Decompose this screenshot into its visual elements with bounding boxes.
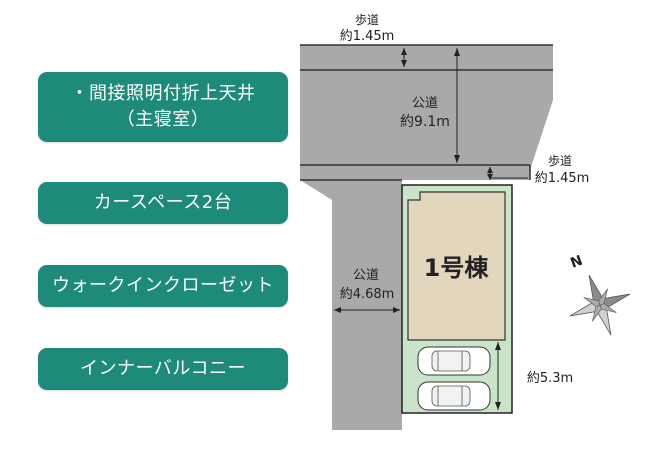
feature-list: ・間接照明付折上天井 （主寝室） カースペース2台 ウォークインクローゼット イ… — [0, 0, 300, 455]
building-label: 1号棟 — [424, 254, 490, 282]
road-top-label: 公道 — [412, 96, 438, 111]
car-icon-upper — [417, 346, 491, 376]
compass-north-label: N — [568, 253, 584, 272]
feature-badge-parking: カースペース2台 — [38, 182, 288, 224]
sidewalk-top-label: 歩道 — [355, 12, 379, 27]
dim-arrow — [401, 60, 407, 67]
feature-badge-balcony-text: インナーバルコニー — [80, 358, 246, 379]
feature-badge-ceiling: ・間接照明付折上天井 （主寝室） — [38, 72, 288, 142]
dim-arrow — [487, 174, 493, 180]
side-road — [300, 170, 530, 430]
feature-badge-parking-text: カースペース2台 — [93, 192, 233, 213]
dim-arrow — [454, 48, 460, 56]
dim-arrow — [334, 307, 341, 313]
feature-badge-ceiling-line1: ・間接照明付折上天井 — [70, 83, 256, 104]
feature-badge-closet-text: ウォークインクローゼット — [52, 275, 274, 296]
road-left-width: 約4.68m — [340, 287, 395, 302]
main-road — [300, 45, 553, 170]
road-top-width: 約9.1m — [400, 114, 450, 130]
building-footprint — [407, 191, 506, 341]
dim-arrow — [454, 155, 460, 163]
dim-arrow — [401, 48, 407, 55]
road-left-label: 公道 — [353, 268, 379, 283]
feature-badge-balcony: インナーバルコニー — [38, 348, 288, 390]
sidewalk-right-width: 約1.45m — [535, 171, 590, 186]
dim-arrow — [495, 342, 501, 350]
car-icon-lower — [417, 381, 491, 411]
feature-badge-closet: ウォークインクローゼット — [38, 265, 288, 307]
dim-arrow — [487, 167, 493, 173]
dim-arrow — [393, 307, 400, 313]
sidewalk-top-width: 約1.45m — [340, 29, 395, 44]
compass-icon — [569, 274, 631, 336]
parking-length: 約5.3m — [527, 371, 573, 386]
dim-arrow — [495, 402, 501, 410]
sidewalk-right-label: 歩道 — [548, 153, 572, 168]
feature-badge-ceiling-line2: （主寝室） — [116, 109, 210, 130]
